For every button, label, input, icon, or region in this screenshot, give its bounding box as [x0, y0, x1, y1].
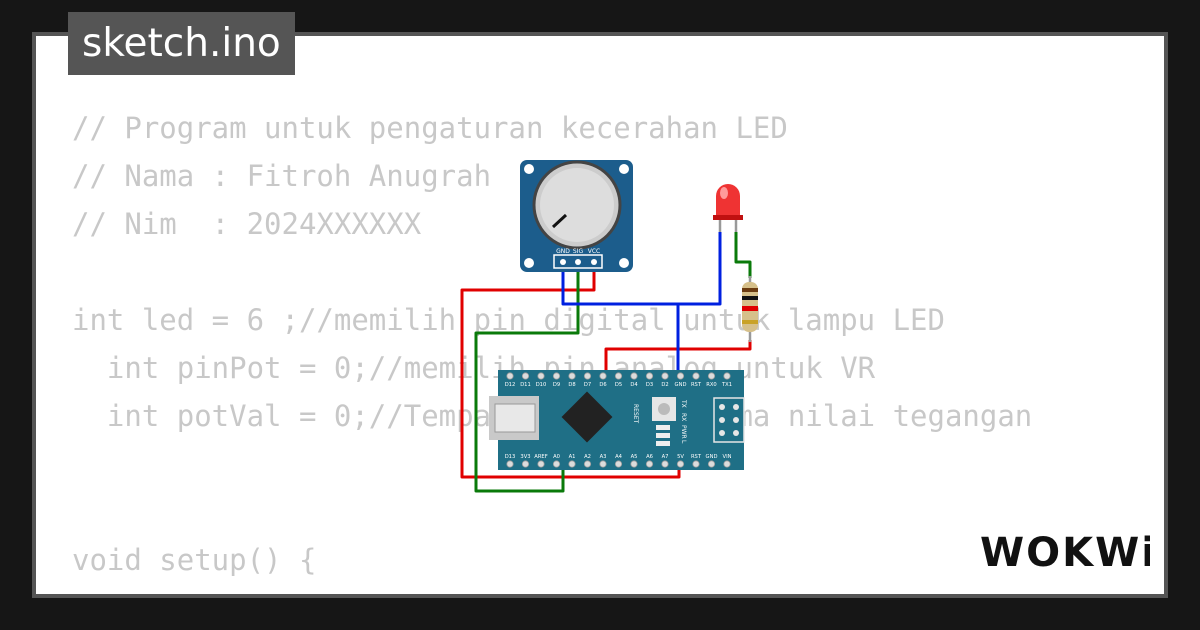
code-line: int led = 6 ;//memilih pin digital untuk…: [72, 303, 945, 337]
led-label-rx: RX: [680, 413, 687, 421]
pin-label-top-d5: D5: [615, 382, 622, 388]
code-line: // Nama : Fitroh Anugrah: [72, 159, 492, 193]
icsp-header: [713, 397, 745, 443]
pin-label-top-d6: D6: [599, 382, 606, 388]
pin-label-bottom-a7: A7: [662, 454, 669, 460]
pin-top-d4[interactable]: [630, 372, 638, 380]
pin-top-d7[interactable]: [583, 372, 592, 380]
pin-label-top-d3: D3: [646, 382, 653, 388]
reset-label: RESET: [632, 404, 639, 424]
pin-bottom-5v[interactable]: [676, 460, 685, 468]
pin-top-d10[interactable]: [537, 372, 545, 380]
pin-bottom-vin[interactable]: [723, 460, 731, 468]
pin-label-top-d9: D9: [553, 382, 560, 388]
pin-label-top-d11: D11: [520, 382, 531, 388]
led-label-pwr: PWR: [680, 425, 687, 439]
pin-label-top-d10: D10: [536, 382, 547, 388]
pin-label-bottom-gnd: GND: [706, 454, 718, 460]
wire-green-potentiometer-signal[interactable]: [474, 262, 580, 493]
red-led[interactable]: [713, 184, 743, 232]
code-editor-frame: // Program untuk pengaturan kecerahan LE…: [32, 32, 1168, 598]
pin-label-bottom-rst: RST: [691, 454, 702, 460]
pin-label-bottom-a6: A6: [646, 454, 653, 460]
pin-label-bottom-a2: A2: [584, 454, 591, 460]
pin-bottom-a1[interactable]: [568, 460, 576, 468]
potentiometer-knob-indicator: [551, 213, 568, 229]
pin-top-d2[interactable]: [661, 372, 669, 380]
wires: [460, 232, 752, 493]
pot-pin-label-vcc: VCC: [588, 248, 600, 255]
code-editor[interactable]: // Program untuk pengaturan kecerahan LE…: [72, 104, 1102, 594]
wokwi-logo-text: WOKWi: [980, 530, 1150, 574]
file-tab[interactable]: sketch.ino: [68, 12, 295, 75]
pin-bottom-a0[interactable]: [552, 460, 561, 468]
pin-top-d6[interactable]: [599, 372, 607, 380]
pin-top-d3[interactable]: [645, 372, 654, 380]
pot-pin-gnd[interactable]: [560, 259, 566, 265]
pin-label-bottom-3v3: 3V3: [520, 454, 530, 460]
led-label-tx: TX: [680, 399, 687, 408]
pin-top-d8[interactable]: [568, 372, 576, 380]
pin-bottom-3v3[interactable]: [521, 460, 530, 468]
potentiometer[interactable]: GND SIG VCC: [520, 160, 633, 272]
pin-label-bottom-a5: A5: [631, 454, 638, 460]
pin-label-top-d7: D7: [584, 382, 591, 388]
pin-bottom-a4[interactable]: [614, 460, 623, 468]
pin-top-d11[interactable]: [521, 372, 530, 380]
pin-bottom-d13[interactable]: [506, 460, 514, 468]
pin-label-bottom-a1: A1: [569, 454, 576, 460]
wire-green-led-resistor[interactable]: [734, 232, 752, 278]
pin-label-top-gnd: GND: [675, 382, 687, 388]
pin-bottom-rst[interactable]: [692, 460, 700, 468]
pin-label-bottom-5v: 5V: [677, 454, 684, 460]
pin-top-d12[interactable]: [506, 372, 514, 380]
code-line: pinMode(led, OUTPUT); //Mengatur lampu L…: [72, 584, 1102, 594]
pin-bottom-a3[interactable]: [599, 460, 607, 468]
pot-pin-sig[interactable]: [575, 259, 581, 265]
pin-label-bottom-vin: VIN: [723, 454, 732, 460]
pin-top-d5[interactable]: [614, 372, 623, 380]
pin-bottom-gnd[interactable]: [707, 460, 716, 468]
pin-label-bottom-a4: A4: [615, 454, 623, 460]
pot-pin-label-sig: SIG: [573, 248, 584, 255]
pot-pin-label-gnd: GND: [556, 248, 570, 255]
pin-label-top-tx1: TX1: [721, 382, 732, 388]
pin-label-top-d12: D12: [505, 382, 516, 388]
pin-top-rx0[interactable]: [707, 372, 716, 380]
wire-blue-potentiometer-gnd[interactable]: [561, 232, 722, 306]
pin-bottom-a2[interactable]: [583, 460, 592, 468]
reset-button[interactable]: [652, 397, 676, 421]
pin-label-bottom-a3: A3: [600, 454, 607, 460]
pin-top-d9[interactable]: [552, 372, 561, 380]
pin-top-rst[interactable]: [692, 372, 700, 380]
resistor[interactable]: [742, 276, 758, 342]
pin-label-bottom-aref: AREF: [534, 454, 547, 460]
pin-top-gnd[interactable]: [676, 372, 685, 380]
pin-label-top-d8: D8: [568, 382, 575, 388]
pin-bottom-a7[interactable]: [661, 460, 669, 468]
code-line: // Nim : 2024XXXXXX: [72, 207, 422, 241]
pin-label-bottom-a0: A0: [553, 454, 560, 460]
code-line: void setup() {: [72, 543, 317, 577]
pin-top-tx1[interactable]: [723, 372, 731, 380]
pin-label-top-d2: D2: [661, 382, 668, 388]
pin-label-top-d4: D4: [630, 382, 638, 388]
pin-label-top-rst: RST: [691, 382, 702, 388]
pot-pin-vcc[interactable]: [591, 259, 597, 265]
pin-label-bottom-d13: D13: [505, 454, 516, 460]
pin-bottom-a5[interactable]: [630, 460, 638, 468]
pin-bottom-a6[interactable]: [645, 460, 654, 468]
pin-bottom-aref[interactable]: [537, 460, 545, 468]
pin-label-top-rx0: RX0: [706, 382, 716, 388]
code-line: // Program untuk pengaturan kecerahan LE…: [72, 111, 788, 145]
wokwi-logo: WOKWi: [980, 530, 1150, 574]
wire-red-potentiometer-vcc[interactable]: [460, 262, 681, 479]
led-label-l: L: [680, 440, 687, 444]
microcontroller-chip: [561, 391, 613, 443]
